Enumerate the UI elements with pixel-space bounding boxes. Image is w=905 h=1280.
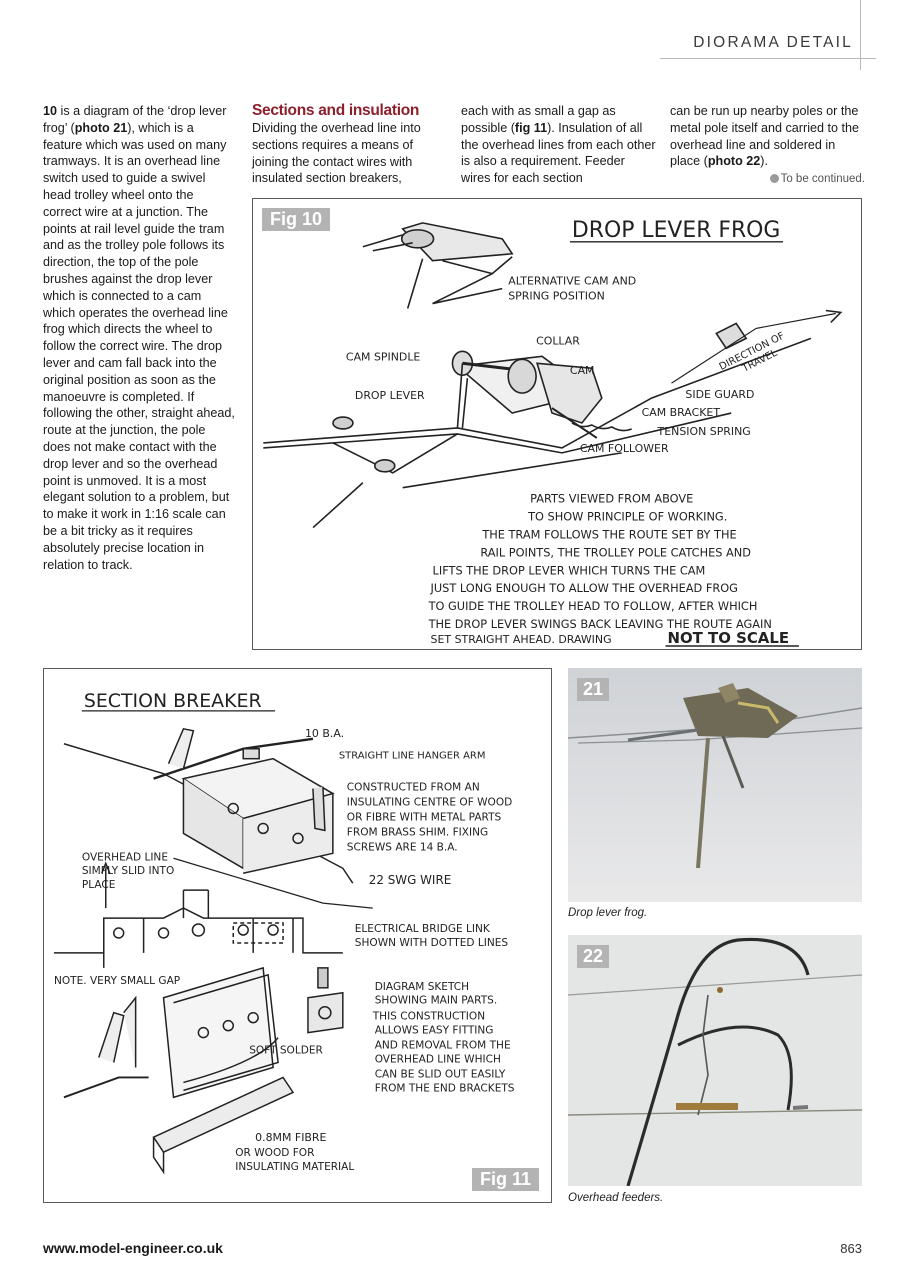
drop-lever-frog-photo xyxy=(568,668,862,902)
construct-notes: CONSTRUCTED FROM AN INSULATING CENTRE OF… xyxy=(347,782,512,854)
svg-text:CONSTRUCTED FROM AN: CONSTRUCTED FROM AN xyxy=(347,782,480,794)
svg-text:TO SHOW PRINCIPLE OF WORKING.: TO SHOW PRINCIPLE OF WORKING. xyxy=(527,510,727,524)
breaker-sketch xyxy=(53,727,373,1175)
svg-text:DIAGRAM SKETCH: DIAGRAM SKETCH xyxy=(375,981,469,993)
label-cam-bracket: CAM BRACKET xyxy=(642,406,721,419)
label-tension-spring: TENSION SPRING xyxy=(657,425,751,438)
label-soft-solder: SOFT SOLDER xyxy=(249,1045,323,1057)
fig-10-tag: Fig 10 xyxy=(262,208,331,231)
label-side-guard: SIDE GUARD xyxy=(685,388,754,401)
label-fibre: 0.8MM FIBRE xyxy=(255,1131,326,1144)
svg-text:FROM BRASS SHIM. FIXING: FROM BRASS SHIM. FIXING xyxy=(347,826,488,838)
photo-ref: photo 21 xyxy=(74,120,128,135)
svg-text:OVERHEAD LINE WHICH: OVERHEAD LINE WHICH xyxy=(375,1053,501,1065)
label-collar: COLLAR xyxy=(536,334,580,347)
label-alt-cam: ALTERNATIVE CAM AND xyxy=(508,275,636,288)
label-bridge-2: SHOWN WITH DOTTED LINES xyxy=(355,937,509,949)
svg-text:RAIL POINTS, THE TROLLEY POLE: RAIL POINTS, THE TROLLEY POLE CATCHES AN… xyxy=(480,545,751,559)
fig11-title: SECTION BREAKER xyxy=(84,690,262,712)
label-cam: CAM xyxy=(570,364,595,377)
label-gap: NOTE. VERY SMALL GAP xyxy=(54,975,180,987)
photo-22-tag: 22 xyxy=(577,945,610,968)
svg-text:LIFTS THE DROP LEVER WHICH TUR: LIFTS THE DROP LEVER WHICH TURNS THE CAM xyxy=(433,563,706,577)
drop-lever-frog-drawing: DROP LEVER FROG ALTERNATIVE CAM AND SPRI… xyxy=(263,218,843,647)
body-column-2: Sections and insulation Dividing the ove… xyxy=(252,101,444,187)
frog-sketch xyxy=(263,222,843,529)
footer-url: www.model-engineer.co.uk xyxy=(43,1240,223,1256)
fig-11-tag: Fig 11 xyxy=(472,1168,540,1191)
label-cam-follower: CAM FOLLOWER xyxy=(580,442,669,455)
bullet-icon xyxy=(769,174,779,184)
svg-text:INSULATING CENTRE OF WOOD: INSULATING CENTRE OF WOOD xyxy=(347,797,512,809)
photo-21-tag: 21 xyxy=(577,678,610,701)
header-rule-horizontal xyxy=(660,58,876,59)
diagram-notes: DIAGRAM SKETCH SHOWING MAIN PARTS. THIS … xyxy=(372,981,515,1095)
svg-text:SET STRAIGHT AHEAD. DRAWING: SET STRAIGHT AHEAD. DRAWING xyxy=(431,633,612,646)
fig10-title: DROP LEVER FROG xyxy=(572,218,780,243)
svg-text:SIMPLY SLID INTO: SIMPLY SLID INTO xyxy=(82,865,174,877)
svg-text:ALLOWS EASY FITTING: ALLOWS EASY FITTING xyxy=(375,1025,494,1037)
to-be-continued: To be continued. xyxy=(670,171,865,188)
label-fibre-3: INSULATING MATERIAL xyxy=(235,1161,354,1173)
fig-number: 10 xyxy=(43,104,58,118)
label-drop-lever: DROP LEVER xyxy=(355,389,425,402)
svg-text:THE TRAM FOLLOWS THE ROUTE SET: THE TRAM FOLLOWS THE ROUTE SET BY THE xyxy=(481,527,736,541)
svg-text:PARTS VIEWED FROM ABOVE: PARTS VIEWED FROM ABOVE xyxy=(530,492,693,506)
svg-text:SCREWS ARE 14 B.A.: SCREWS ARE 14 B.A. xyxy=(347,841,458,853)
section-heading: Sections and insulation xyxy=(252,102,420,119)
svg-text:CAN BE SLID OUT EASILY: CAN BE SLID OUT EASILY xyxy=(375,1068,506,1080)
svg-text:OR FIBRE WITH METAL PARTS: OR FIBRE WITH METAL PARTS xyxy=(347,811,502,823)
photo-22: 22 xyxy=(568,935,862,1186)
label-swg: 22 SWG WIRE xyxy=(369,873,452,887)
photo-22-caption: Overhead feeders. xyxy=(568,1192,664,1204)
photo-ref: photo 22 xyxy=(707,154,761,169)
svg-text:JUST LONG ENOUGH TO ALLOW THE: JUST LONG ENOUGH TO ALLOW THE OVERHEAD F… xyxy=(430,581,738,595)
figure-10-drop-lever-frog: DROP LEVER FROG ALTERNATIVE CAM AND SPRI… xyxy=(252,198,862,650)
fig-ref: fig 11 xyxy=(514,120,548,135)
column-2-text: Dividing the overhead line into sections… xyxy=(252,121,421,186)
label-10ba: 10 B.A. xyxy=(305,727,344,740)
header-rule-vertical xyxy=(860,0,861,70)
body-column-1: 10 is a diagram of the ‘drop lever frog’… xyxy=(43,104,235,572)
section-breaker-drawing: SECTION BREAKER xyxy=(53,690,515,1175)
label-cam-spindle: CAM SPINDLE xyxy=(346,350,420,363)
section-label: DIORAMA DETAIL xyxy=(693,34,853,51)
figure-11-section-breaker: SECTION BREAKER xyxy=(43,668,552,1203)
label-fibre-2: OR WOOD FOR xyxy=(235,1147,315,1159)
overhead-notes: OVERHEAD LINE SIMPLY SLID INTO PLACE xyxy=(82,851,174,891)
page-number: 863 xyxy=(840,1241,862,1256)
svg-text:THE DROP LEVER SWINGS BACK LEA: THE DROP LEVER SWINGS BACK LEAVING THE R… xyxy=(428,617,772,631)
label-alt-cam-2: SPRING POSITION xyxy=(508,290,605,303)
body-column-4: can be run up nearby poles or the metal … xyxy=(670,103,865,188)
svg-text:AND REMOVAL FROM THE: AND REMOVAL FROM THE xyxy=(375,1040,511,1052)
label-bridge: ELECTRICAL BRIDGE LINK xyxy=(355,923,491,935)
svg-text:FROM THE END BRACKETS: FROM THE END BRACKETS xyxy=(375,1082,515,1094)
svg-text:PLACE: PLACE xyxy=(82,879,116,891)
body-column-3: each with as small a gap as possible (fi… xyxy=(461,104,656,186)
svg-text:THIS CONSTRUCTION: THIS CONSTRUCTION xyxy=(372,1011,485,1023)
not-to-scale: NOT TO SCALE xyxy=(668,629,790,647)
photo-21: 21 xyxy=(568,668,862,902)
svg-text:OVERHEAD LINE: OVERHEAD LINE xyxy=(82,851,168,863)
fig10-notes: PARTS VIEWED FROM ABOVE TO SHOW PRINCIPL… xyxy=(428,492,772,646)
svg-text:SHOWING MAIN PARTS.: SHOWING MAIN PARTS. xyxy=(375,995,497,1007)
svg-text:TO GUIDE THE TROLLEY HEAD TO F: TO GUIDE THE TROLLEY HEAD TO FOLLOW, AFT… xyxy=(428,599,758,613)
photo-21-caption: Drop lever frog. xyxy=(568,907,648,919)
overhead-feeders-photo xyxy=(568,935,862,1186)
label-hanger: STRAIGHT LINE HANGER ARM xyxy=(339,751,486,762)
